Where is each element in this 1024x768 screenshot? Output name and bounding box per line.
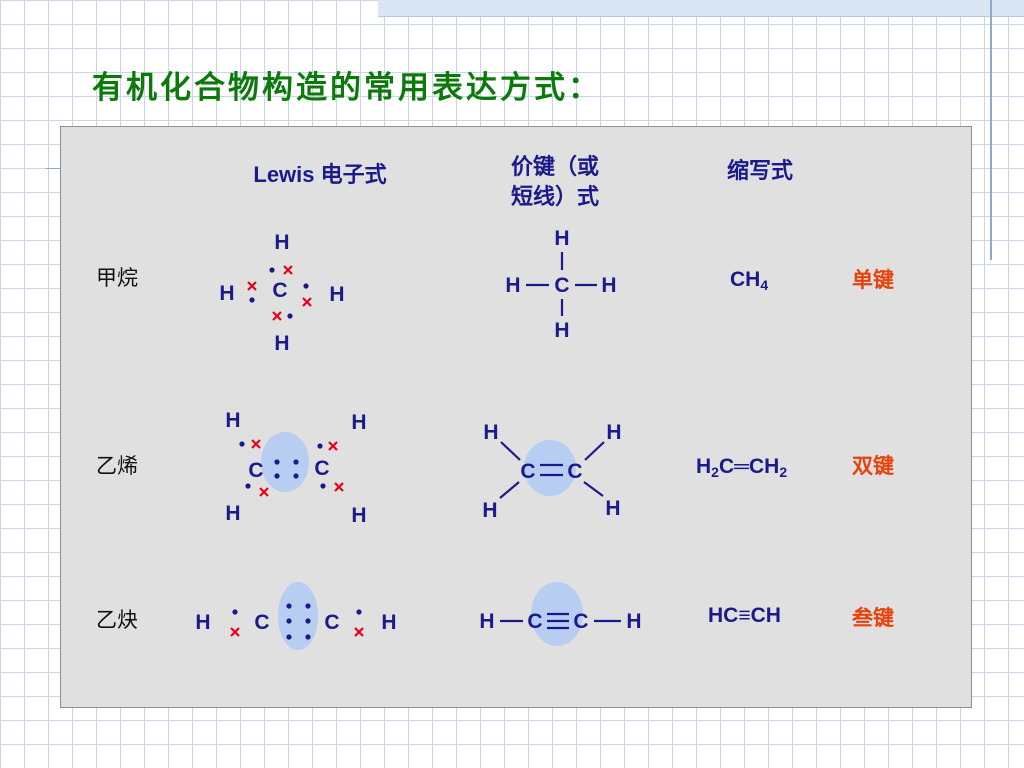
electron-dot — [286, 618, 292, 624]
acetylene-bond-carbon-left: C — [527, 610, 542, 633]
bond-type-double: 双键 — [852, 454, 894, 478]
electron-dot — [249, 297, 255, 303]
methane-lewis-h-bottom: H — [274, 332, 289, 355]
electron-dot — [287, 313, 293, 319]
ethylene-bond-h-bl — [499, 481, 520, 499]
ethylene-lewis-shared-pair — [261, 432, 309, 492]
acetylene-bond-h-left: H — [479, 610, 494, 633]
electron-dot — [305, 618, 311, 624]
acetylene-lewis-h-left: H — [195, 611, 210, 634]
bond-type-single: 单键 — [852, 268, 894, 292]
electron-cross — [272, 311, 282, 321]
electron-dot — [286, 634, 292, 640]
ethylene-lewis-h-bottom-left: H — [225, 502, 240, 525]
ethylene-bond-shared-pair — [524, 440, 576, 496]
electron-cross — [230, 627, 240, 637]
methane-bond-h-right: H — [601, 274, 616, 297]
slide-title: 有机化合物构造的常用表达方式： — [92, 70, 602, 106]
methane-lewis-h-left: H — [219, 282, 234, 305]
bond-type-triple: 叁键 — [852, 606, 894, 630]
electron-dot — [274, 459, 280, 465]
electron-dot — [274, 473, 280, 479]
electron-cross — [302, 297, 312, 307]
electron-dot — [305, 603, 311, 609]
electrons — [230, 265, 364, 640]
ethylene-bond-h-bottom-right: H — [605, 497, 620, 520]
acetylene-lewis-h-right: H — [381, 611, 396, 634]
header-lewis: Lewis 电子式 — [253, 162, 387, 187]
electron-dot — [303, 283, 309, 289]
electron-cross — [251, 439, 261, 449]
electron-dot — [305, 634, 311, 640]
methane-bond-h-top: H — [554, 227, 569, 250]
ethylene-bond-h-top-left: H — [483, 421, 498, 444]
methane-lewis-h-top: H — [274, 231, 289, 254]
header-bond-formula: 价键（或 短线）式 — [470, 152, 640, 212]
acetylene-lewis-carbon-right: C — [324, 611, 339, 634]
electron-dot — [293, 459, 299, 465]
methane-lewis-h-right: H — [329, 283, 344, 306]
methane-bond-carbon: C — [554, 274, 569, 297]
acetylene-lewis-carbon-left: C — [254, 611, 269, 634]
electron-dot — [286, 603, 292, 609]
methane-lewis-carbon: C — [272, 279, 287, 302]
acetylene-bond-carbon-right: C — [573, 610, 588, 633]
condensed-methane: CH4 — [730, 268, 769, 293]
ethylene-bond-h-br — [583, 481, 604, 497]
header-bond-line1: 价键（或 — [510, 154, 599, 179]
ethylene-bond-h-tr — [584, 441, 605, 461]
electron-dot — [245, 483, 251, 489]
header-bond-line2: 短线）式 — [510, 184, 599, 209]
methane-bond-h-left: H — [505, 274, 520, 297]
electron-cross — [283, 265, 293, 275]
ethylene-bond-h-top-right: H — [606, 421, 621, 444]
right-decoration-line — [990, 0, 992, 260]
ethylene-bond-h-tl — [500, 441, 521, 461]
electron-dot — [317, 443, 323, 449]
electron-dot — [293, 473, 299, 479]
ethylene-lewis-h-top-right: H — [351, 411, 366, 434]
acetylene-bond-h-right: H — [626, 610, 641, 633]
methane-bond-h-bottom: H — [554, 319, 569, 342]
ethylene-lewis-h-bottom-right: H — [351, 504, 366, 527]
electron-dot — [232, 609, 238, 615]
ethylene-lewis-carbon-left: C — [248, 459, 263, 482]
row-label-methane: 甲烷 — [96, 266, 138, 290]
electron-dot — [356, 609, 362, 615]
acetylene-lewis-shared-pair — [278, 582, 318, 650]
electron-cross — [259, 487, 269, 497]
electron-cross — [354, 627, 364, 637]
condensed-acetylene: HC≡CH — [708, 604, 781, 627]
ethylene-lewis-h-top-left: H — [225, 409, 240, 432]
row-label-ethylene: 乙烯 — [96, 454, 138, 478]
top-decoration-bar — [378, 0, 1024, 17]
ethylene-lewis-carbon-right: C — [314, 457, 329, 480]
bond-lines — [499, 252, 621, 630]
electron-dot — [269, 267, 275, 273]
electron-dot — [320, 483, 326, 489]
left-decoration-line — [46, 168, 60, 169]
ethylene-bond-h-bottom-left: H — [482, 499, 497, 522]
ethylene-bond-carbon-right: C — [567, 460, 582, 483]
ethylene-bond-carbon-left: C — [520, 460, 535, 483]
electron-cross — [334, 482, 344, 492]
condensed-ethylene: H2C═CH2 — [696, 455, 788, 480]
electron-cross — [247, 281, 257, 291]
electron-dot — [239, 441, 245, 447]
electron-cross — [328, 441, 338, 451]
header-condensed: 缩写式 — [726, 158, 793, 183]
content-panel — [60, 126, 972, 708]
row-label-acetylene: 乙炔 — [96, 608, 138, 632]
